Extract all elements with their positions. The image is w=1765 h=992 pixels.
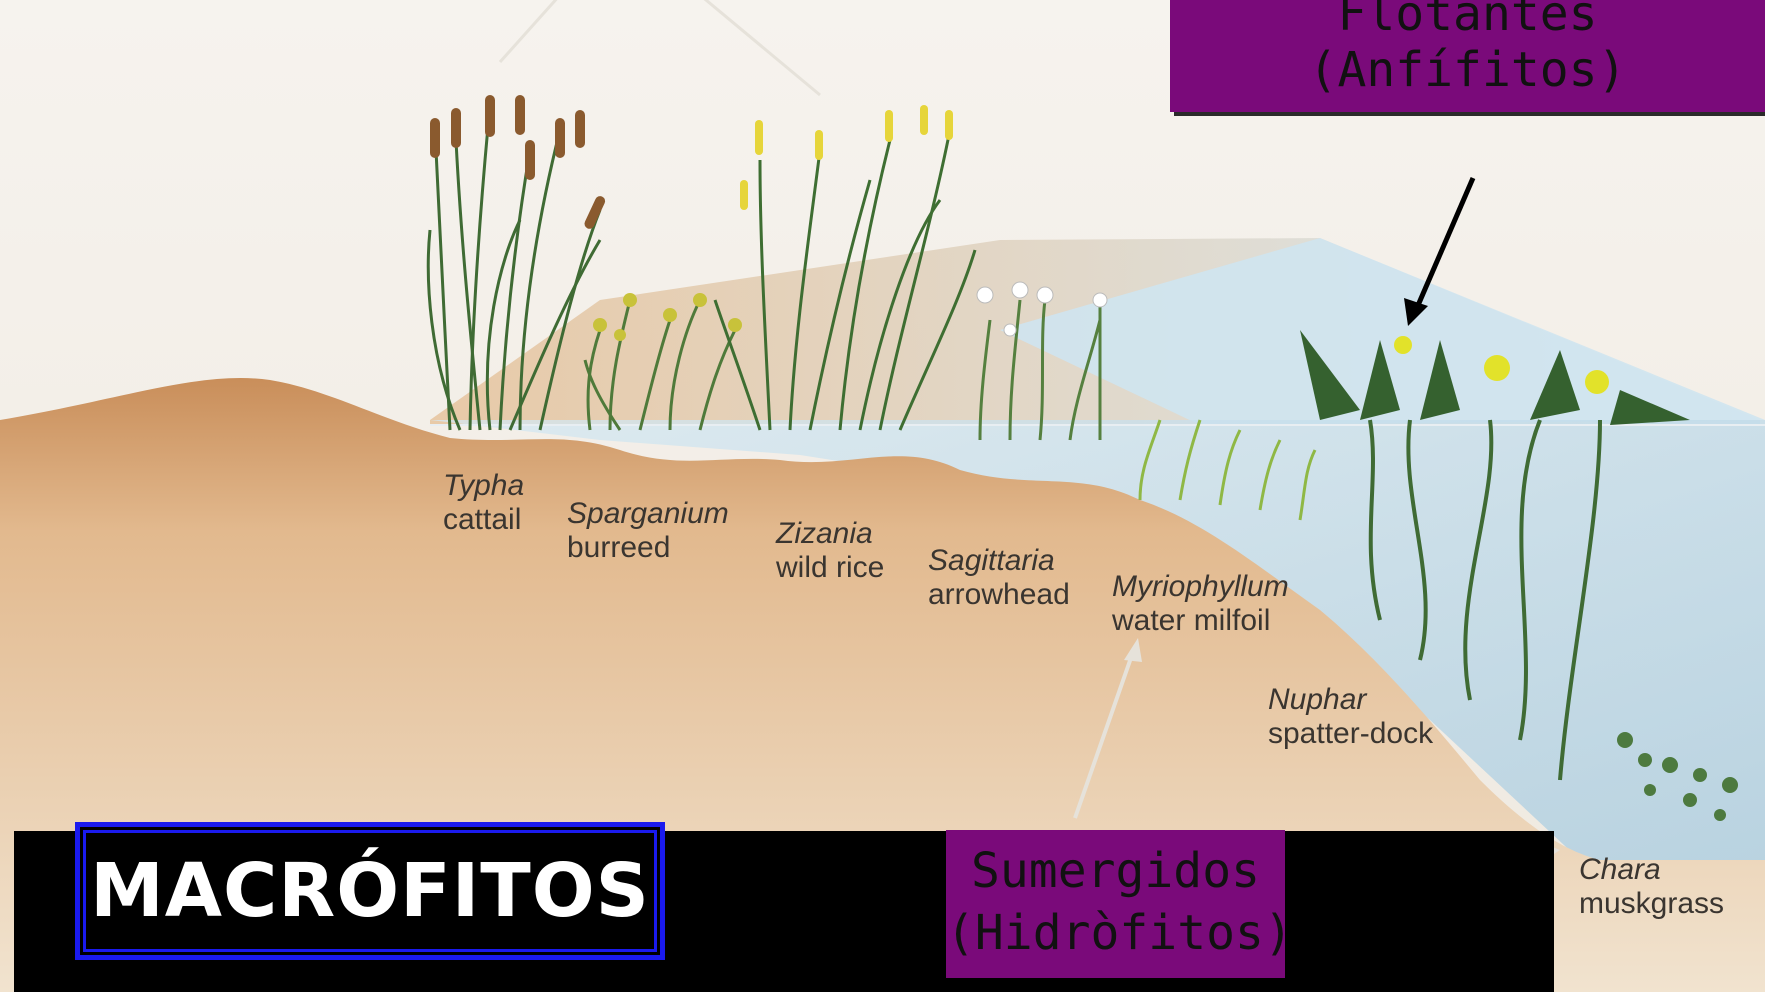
floating-category-line1: Flotantes xyxy=(1170,0,1765,42)
sagittaria-scientific-name: Sagittaria xyxy=(928,544,1070,578)
zizania-common-name: wild rice xyxy=(776,551,884,585)
submerged-category-box: Sumergidos (Hidròfitos) xyxy=(946,830,1285,978)
label-zizania: Zizania wild rice xyxy=(776,517,884,585)
submerged-category-line2: (Hidròfitos) xyxy=(946,902,1285,964)
label-myriophyllum: Myriophyllum water milfoil xyxy=(1112,570,1289,638)
floating-category-line2: (Anfífitos) xyxy=(1170,42,1765,98)
nuphar-scientific-name: Nuphar xyxy=(1268,683,1433,717)
title-box: MACRÓFITOS xyxy=(75,822,665,960)
submerged-category-line1: Sumergidos xyxy=(946,840,1285,902)
myriophyllum-scientific-name: Myriophyllum xyxy=(1112,570,1289,604)
chara-common-name: muskgrass xyxy=(1579,887,1724,921)
sagittaria-common-name: arrowhead xyxy=(928,578,1070,612)
label-chara: Chara muskgrass xyxy=(1579,853,1724,921)
chara-scientific-name: Chara xyxy=(1579,853,1724,887)
label-sagittaria: Sagittaria arrowhead xyxy=(928,544,1070,612)
typha-common-name: cattail xyxy=(443,503,524,537)
myriophyllum-common-name: water milfoil xyxy=(1112,604,1289,638)
nuphar-common-name: spatter-dock xyxy=(1268,717,1433,751)
floating-category-box: Flotantes (Anfífitos) xyxy=(1170,0,1765,112)
zizania-scientific-name: Zizania xyxy=(776,517,884,551)
label-nuphar: Nuphar spatter-dock xyxy=(1268,683,1433,751)
sparganium-common-name: burreed xyxy=(567,531,729,565)
label-typha: Typha cattail xyxy=(443,469,524,537)
label-sparganium: Sparganium burreed xyxy=(567,497,729,565)
page-title: MACRÓFITOS xyxy=(80,827,660,955)
typha-scientific-name: Typha xyxy=(443,469,524,503)
sparganium-scientific-name: Sparganium xyxy=(567,497,729,531)
